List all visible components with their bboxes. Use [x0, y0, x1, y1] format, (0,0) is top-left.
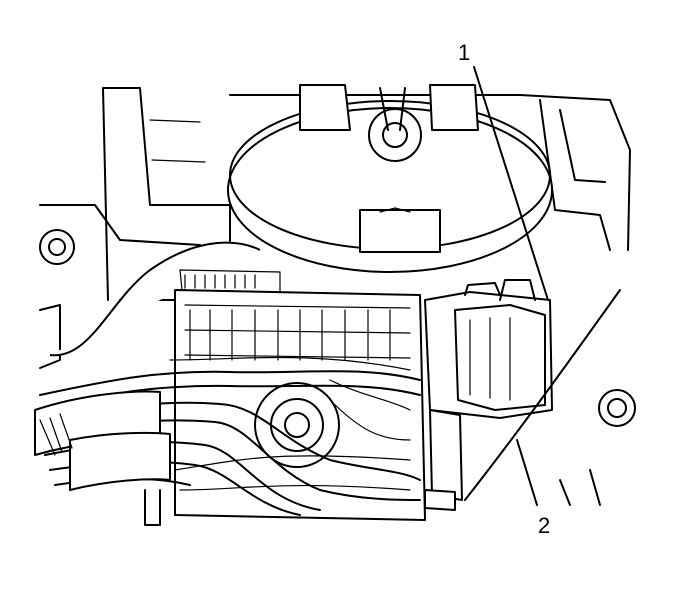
- panel-edge: [464, 289, 621, 501]
- left-bolt: [39, 229, 75, 265]
- callout-2: 2: [538, 513, 550, 538]
- round-plate: [227, 84, 553, 273]
- bracket-structure: [39, 87, 631, 369]
- wiring-harness: [34, 356, 421, 526]
- callout-1: 1: [458, 40, 470, 65]
- panel-edge-lower: [559, 469, 601, 506]
- center-grommet: [254, 382, 340, 468]
- connector-housing: [424, 279, 553, 511]
- leader-line-1: [473, 66, 549, 301]
- right-bolt: [598, 389, 636, 427]
- leader-line-2: [516, 439, 538, 506]
